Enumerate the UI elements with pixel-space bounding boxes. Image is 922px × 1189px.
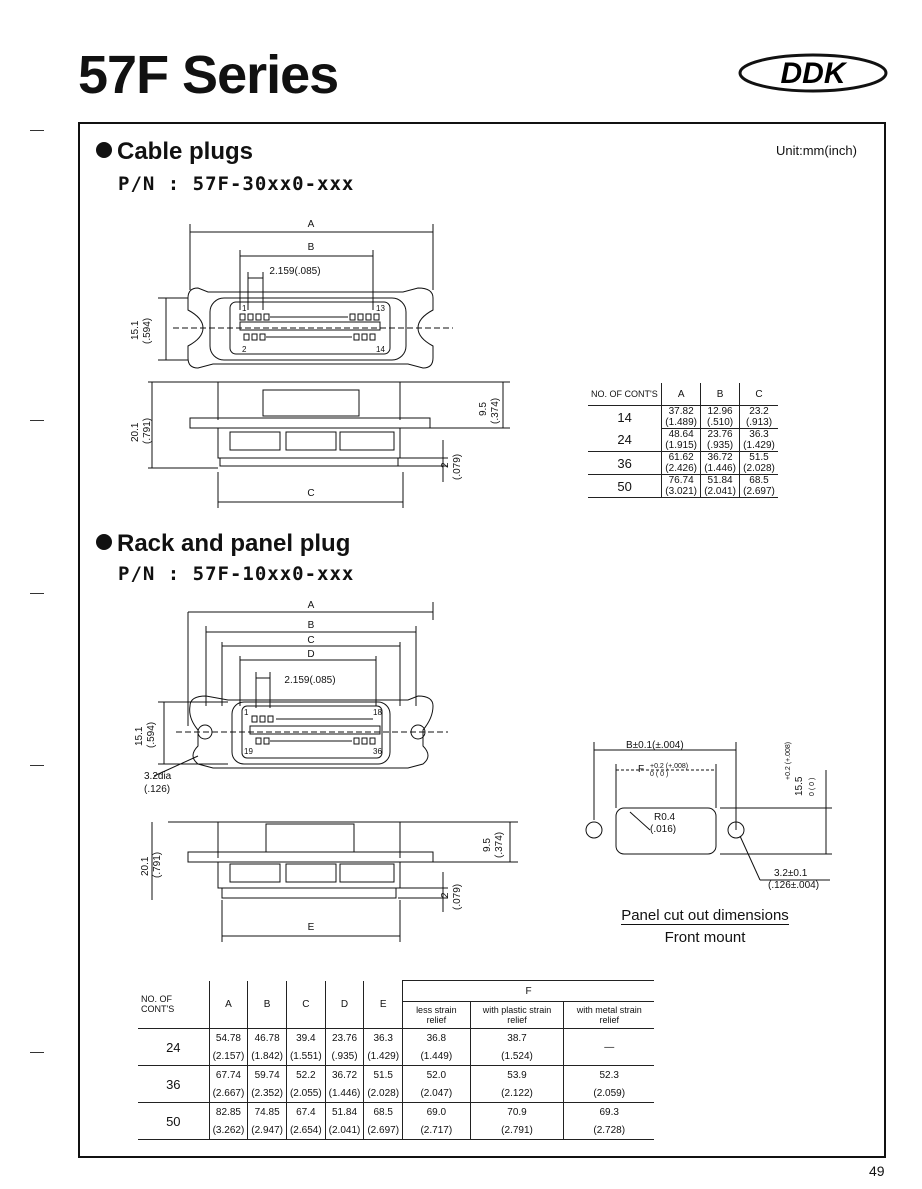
panel-h-tol: +0.2 (+.008) bbox=[785, 742, 792, 780]
height-label: (.791) bbox=[152, 852, 163, 878]
panel-f-tol: 0 ( 0 ) bbox=[650, 771, 668, 778]
dim-c-label: C bbox=[307, 488, 314, 499]
table-subheader: with metal strain relief bbox=[563, 1001, 654, 1029]
logo-text: DDK bbox=[781, 57, 848, 90]
height-label: (.079) bbox=[452, 454, 463, 480]
height-label: 2 bbox=[440, 462, 451, 468]
table-header: NO. OF CONT'S bbox=[588, 383, 663, 406]
hole-label: 3.2dia bbox=[144, 771, 172, 782]
margin-tick bbox=[30, 1052, 44, 1053]
panel-h-label: 15.5 bbox=[794, 776, 805, 796]
dim-b-label: B bbox=[308, 620, 315, 631]
panel-f-label: F bbox=[638, 764, 644, 775]
rack-dimension-table: NO. OF CONT'S A B C D E F less strain re… bbox=[138, 980, 654, 1140]
dim-c-label: C bbox=[307, 635, 314, 646]
table-subheader: less strain relief bbox=[402, 1001, 471, 1029]
margin-tick bbox=[30, 420, 44, 421]
rack-title-text: Rack and panel plug bbox=[117, 530, 351, 557]
dim-a-label: A bbox=[308, 219, 315, 230]
panel-f-tol: +0.2 (+.008) bbox=[650, 763, 688, 770]
table-header: C bbox=[286, 980, 326, 1029]
dim-e-label: E bbox=[308, 922, 315, 933]
pin-label: 1 bbox=[242, 304, 247, 313]
ddk-logo: DDK bbox=[738, 53, 888, 93]
dim-d-label: D bbox=[307, 649, 314, 660]
height-label: 15.1 bbox=[130, 320, 141, 340]
table-header: F bbox=[402, 980, 654, 1002]
table-header: A bbox=[209, 980, 249, 1029]
height-label: 15.1 bbox=[134, 726, 145, 746]
height-label: (.374) bbox=[494, 832, 505, 858]
cable-section-title: Cable plugs bbox=[96, 138, 253, 166]
hole-label: (.126) bbox=[144, 784, 170, 795]
unit-label: Unit:mm(inch) bbox=[776, 143, 857, 158]
pin-label: 36 bbox=[373, 747, 382, 756]
rack-part-number: P/N : 57F-10xx0-xxx bbox=[118, 563, 355, 585]
content-frame bbox=[78, 122, 886, 1158]
pitch-label: 2.159(.085) bbox=[269, 266, 320, 277]
height-label: (.079) bbox=[452, 884, 463, 910]
panel-hole-label: (.126±.004) bbox=[768, 880, 819, 891]
table-header: C bbox=[739, 383, 778, 406]
panel-caption-2: Front mount bbox=[664, 929, 746, 946]
table-header: B bbox=[247, 980, 287, 1029]
table-header: E bbox=[363, 980, 404, 1029]
height-label: 9.5 bbox=[482, 838, 493, 852]
table-header: B bbox=[700, 383, 741, 406]
table-header: D bbox=[325, 980, 365, 1029]
pin-label: 18 bbox=[373, 708, 382, 717]
panel-r-label: R0.4 bbox=[654, 812, 676, 823]
pin-label: 13 bbox=[376, 304, 385, 313]
bullet-icon bbox=[96, 142, 112, 158]
rack-section-title: Rack and panel plug bbox=[96, 530, 350, 558]
page-number: 49 bbox=[869, 1163, 885, 1179]
pin-label: 14 bbox=[376, 345, 385, 354]
pin-label: 2 bbox=[242, 345, 247, 354]
pitch-label: 2.159(.085) bbox=[284, 675, 335, 686]
rack-plug-drawing: A B C D 2.159(.085) E 1 18 19 36 3.2dia … bbox=[134, 600, 518, 942]
table-header: NO. OF CONT'S bbox=[138, 980, 210, 1029]
height-label: (.791) bbox=[142, 418, 153, 444]
height-label: 9.5 bbox=[478, 402, 489, 416]
panel-b-label: B±0.1(±.004) bbox=[626, 740, 684, 751]
bullet-icon bbox=[96, 534, 112, 550]
height-label: (.594) bbox=[142, 318, 153, 344]
panel-r-label: (.016) bbox=[650, 824, 676, 835]
cable-plug-drawing: A B 2.159(.085) C 1 13 2 14 15.1 (.594) … bbox=[130, 219, 510, 508]
height-label: 20.1 bbox=[130, 422, 141, 442]
cable-title-text: Cable plugs bbox=[117, 138, 254, 165]
panel-hole-label: 3.2±0.1 bbox=[774, 868, 808, 879]
pin-label: 1 bbox=[244, 708, 249, 717]
pin-label: 19 bbox=[244, 747, 253, 756]
margin-tick bbox=[30, 130, 44, 131]
height-label: 20.1 bbox=[140, 856, 151, 876]
table-subheader: with plastic strain relief bbox=[470, 1001, 565, 1029]
panel-h-tol: 0 ( 0 ) bbox=[809, 778, 816, 796]
cable-part-number: P/N : 57F-30xx0-xxx bbox=[118, 173, 355, 195]
height-label: (.594) bbox=[146, 722, 157, 748]
dim-a-label: A bbox=[308, 600, 315, 611]
panel-caption-1: Panel cut out dimensions bbox=[621, 907, 789, 925]
height-label: 2 bbox=[440, 892, 451, 898]
margin-tick bbox=[30, 765, 44, 766]
dim-b-label: B bbox=[308, 242, 315, 253]
table-header: A bbox=[661, 383, 702, 406]
margin-tick bbox=[30, 593, 44, 594]
panel-cutout-drawing: B±0.1(±.004) F +0.2 (+.008) 0 ( 0 ) R0.4… bbox=[585, 740, 832, 891]
height-label: (.374) bbox=[490, 398, 501, 424]
page-title: 57F Series bbox=[78, 45, 339, 105]
